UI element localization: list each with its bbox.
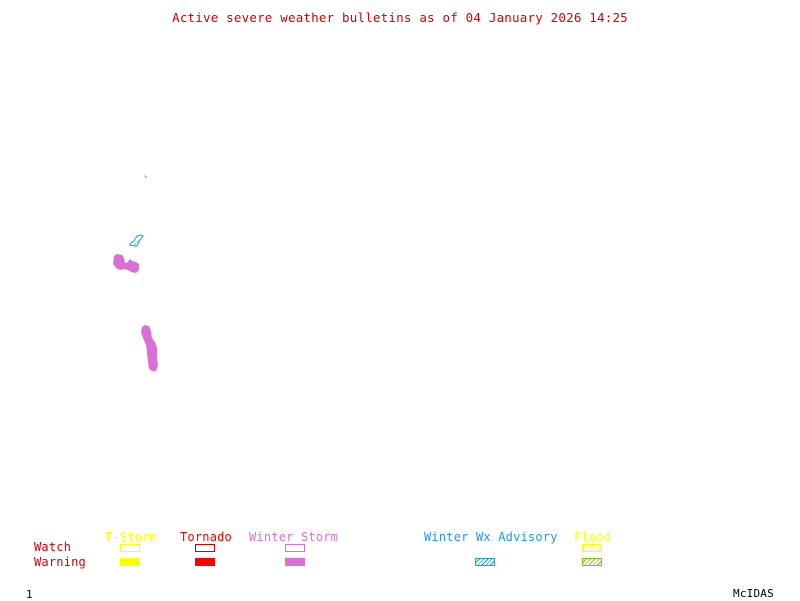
page-title: Active severe weather bulletins as of 04… (172, 10, 628, 25)
frame-number: 1 (26, 588, 33, 601)
tstorm-watch-swatch (120, 544, 140, 552)
legend-winter-wx-advisory-label: Winter Wx Advisory (424, 530, 558, 544)
flood-watch-swatch (582, 544, 602, 552)
flood-warning-swatch (582, 558, 602, 566)
tornado-watch-swatch (195, 544, 215, 552)
winter-storm-warning-area (141, 325, 158, 371)
legend-flood-label: Flood (574, 530, 612, 544)
software-label: McIDAS (733, 587, 774, 600)
legend-tstorm-label: T-Storm (105, 530, 157, 544)
legend-row-warning: Warning (34, 555, 86, 569)
flood-warning-area (144, 175, 147, 178)
legend-row-watch: Watch (34, 540, 72, 554)
winter-storm-watch-swatch (285, 544, 305, 552)
winter-wx-advisory-area (129, 234, 144, 247)
tornado-warning-swatch (195, 558, 215, 566)
winter-storm-warning-swatch (285, 558, 305, 566)
legend-tornado-label: Tornado (180, 530, 232, 544)
tstorm-warning-swatch (120, 558, 140, 566)
legend-winter-storm-label: Winter Storm (249, 530, 339, 544)
winter-storm-warning-area (113, 254, 139, 273)
winter-wx-advisory-swatch (475, 558, 495, 566)
